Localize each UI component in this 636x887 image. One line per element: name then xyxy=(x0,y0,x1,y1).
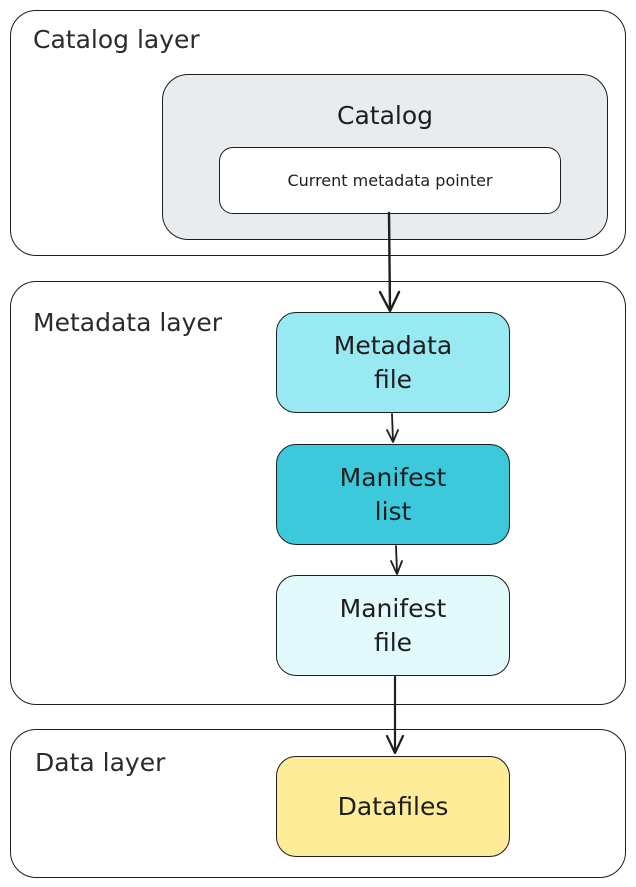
manifest-file-label-line1: Manifest xyxy=(339,593,447,623)
metadata-file-label-line2: file xyxy=(373,364,413,394)
catalog-layer-container: Catalog layer Catalog Current metadata p… xyxy=(10,10,626,256)
current-metadata-pointer-label: Current metadata pointer xyxy=(287,171,493,190)
metadata-layer-title: Metadata layer xyxy=(33,308,223,337)
metadata-file-label-line1: Metadata xyxy=(333,330,453,360)
datafiles-node: Datafiles xyxy=(276,756,510,857)
manifest-list-node: Manifest list xyxy=(276,444,510,545)
manifest-file-node: Manifest file xyxy=(276,575,510,676)
datafiles-label: Datafiles xyxy=(337,791,449,821)
manifest-list-label-line2: list xyxy=(374,496,412,526)
current-metadata-pointer: Current metadata pointer xyxy=(219,147,561,214)
data-layer-title: Data layer xyxy=(35,748,166,777)
metadata-file-node: Metadata file xyxy=(276,312,510,413)
catalog-box: Catalog Current metadata pointer xyxy=(162,74,608,240)
manifest-file-label-line2: file xyxy=(373,627,413,657)
catalog-title: Catalog xyxy=(336,101,433,130)
manifest-list-label-line1: Manifest xyxy=(339,462,447,492)
catalog-layer-title: Catalog layer xyxy=(33,25,200,54)
